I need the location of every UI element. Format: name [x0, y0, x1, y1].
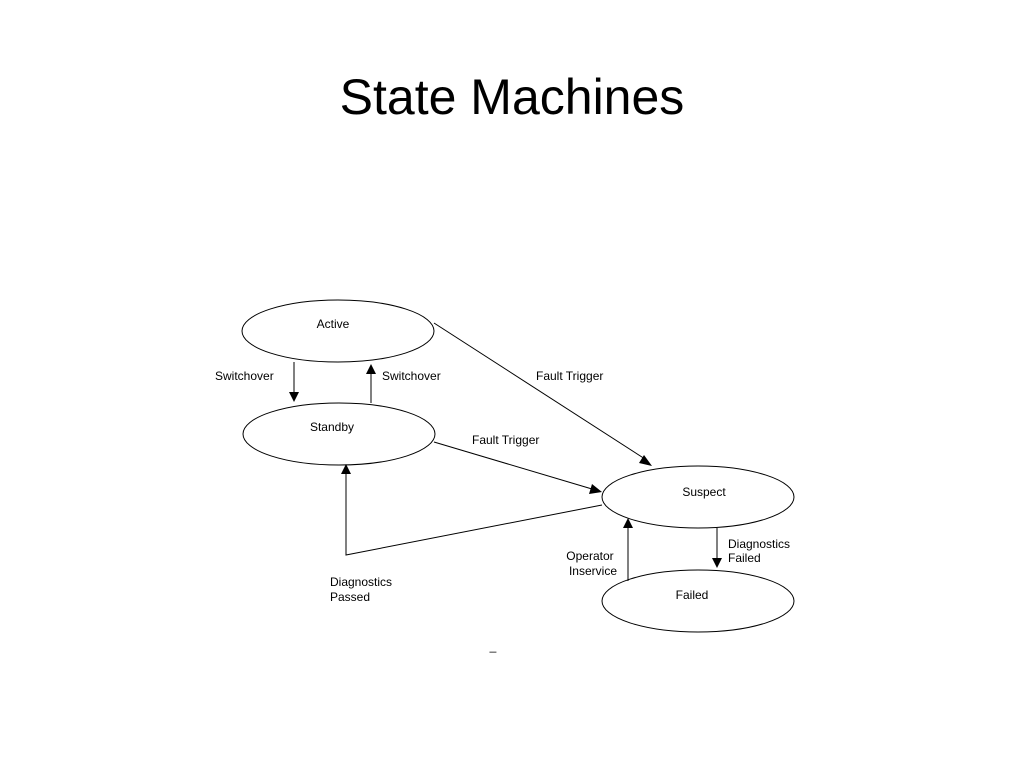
arrowhead-icon: [289, 392, 299, 402]
transition-fault-trigger-active-label: Fault Trigger: [536, 369, 603, 383]
transition-standby-to-suspect: Fault Trigger: [433, 433, 602, 494]
state-standby-label: Standby: [310, 420, 354, 434]
arrowhead-icon: [589, 484, 602, 494]
transition-failed-to-suspect: Operator Inservice: [566, 518, 633, 581]
operator-inservice-line-1: Operator: [566, 549, 613, 563]
transition-active-to-standby: Switchover: [215, 362, 299, 402]
transition-switchover-left-label: Switchover: [215, 369, 274, 383]
state-active-ellipse: [241, 299, 435, 363]
footer-mark: _: [489, 639, 497, 653]
transition-diagnostics-passed-label: Diagnostics Passed: [330, 575, 395, 604]
state-failed-ellipse: [601, 569, 795, 633]
state-failed: Failed: [601, 569, 795, 633]
state-standby: Standby: [242, 402, 436, 466]
arrowhead-icon: [712, 558, 722, 568]
operator-inservice-line-2: Inservice: [569, 564, 617, 578]
state-failed-label: Failed: [676, 588, 709, 602]
transition-diagnostics-failed-label: Diagnostics Failed: [728, 537, 793, 565]
transition-switchover-right-label: Switchover: [382, 369, 441, 383]
diagnostics-failed-line-2: Failed: [728, 551, 761, 565]
arrowhead-icon: [623, 518, 633, 528]
arrowhead-icon: [341, 464, 351, 474]
diagnostics-passed-line-2: Passed: [330, 590, 370, 604]
transition-suspect-to-standby: Diagnostics Passed: [330, 464, 603, 604]
transition-fault-trigger-standby-label: Fault Trigger: [472, 433, 539, 447]
state-active: Active: [241, 299, 435, 363]
state-suspect-ellipse: [601, 465, 795, 529]
transition-standby-to-active: Switchover: [366, 364, 441, 403]
state-active-label: Active: [317, 317, 350, 331]
arrowhead-icon: [639, 455, 652, 466]
diagnostics-failed-line-1: Diagnostics: [728, 537, 790, 551]
arrowhead-icon: [366, 364, 376, 374]
transition-suspect-to-failed: Diagnostics Failed: [712, 528, 793, 568]
transition-active-to-suspect: Fault Trigger: [433, 322, 652, 466]
diagnostics-passed-line-1: Diagnostics: [330, 575, 392, 589]
state-standby-ellipse: [242, 402, 436, 466]
transition-operator-inservice-label: Operator Inservice: [566, 549, 617, 578]
slide-title: State Machines: [339, 69, 685, 125]
state-suspect-label: Suspect: [682, 485, 726, 499]
state-suspect: Suspect: [601, 465, 795, 529]
